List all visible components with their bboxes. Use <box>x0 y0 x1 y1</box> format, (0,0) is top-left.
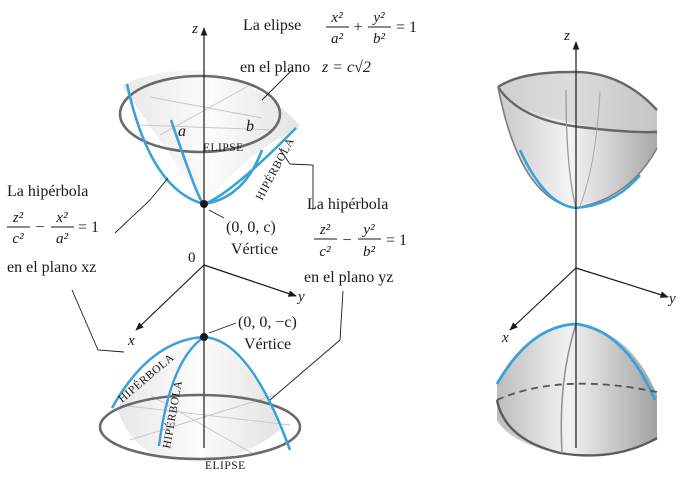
hyperbola-xz-rhs: = 1 <box>78 219 99 236</box>
ellipse-prefix: La elipse <box>243 17 301 34</box>
hyperbola-yz-rhs: = 1 <box>386 232 407 249</box>
right-figure: z x y <box>495 28 676 457</box>
hyperbola-yz-num2: y² <box>361 222 375 238</box>
vertex-top-coords: (0, 0, c) <box>226 219 276 236</box>
bottom-ellipse <box>98 393 302 461</box>
hyperbola-xz-title: La hipérbola <box>7 183 88 200</box>
vertex-top-label: Vértice <box>231 241 278 258</box>
z-axis-label-left: z <box>191 21 198 37</box>
z-axis-label-right: z <box>563 28 570 44</box>
y-axis-right <box>575 267 669 298</box>
vertex-bottom-dot <box>200 333 208 341</box>
vertex-bottom-label: Vértice <box>244 336 291 353</box>
lower-bowl-meridian <box>560 323 577 454</box>
hyperbola-xz-den2: a² <box>56 231 69 247</box>
upper-bowl-opening <box>498 71 657 132</box>
ellipse-plus: + <box>353 19 362 36</box>
ellipse-den2: b² <box>373 31 386 47</box>
hyperbola-yz-den2: b² <box>363 244 376 260</box>
lower-bowl-hidden-rim <box>496 382 658 401</box>
y-axis <box>203 264 297 297</box>
hyperbola-xz-minus: − <box>35 219 44 236</box>
vertex-bottom-coords: (0, 0, −c) <box>238 314 297 331</box>
x-axis-right <box>509 267 577 331</box>
left-figure: z x y 0 a b La elipse x² a² + y² b² = 1 … <box>7 10 417 472</box>
ellipse-num1: x² <box>330 10 343 26</box>
ellipse-den1: a² <box>331 31 344 47</box>
leader-lines <box>71 69 344 401</box>
ellipse-rhs: = 1 <box>396 19 417 36</box>
top-ellipse <box>118 74 282 154</box>
ellipse-equation: La elipse x² a² + y² b² = 1 en el plano … <box>240 10 417 76</box>
bottom-hyperbola-yz <box>157 336 205 447</box>
upper-sheet-surface <box>122 70 300 204</box>
x-axis <box>135 264 205 331</box>
hyperbola-yz-plane: en el plano yz <box>304 269 393 286</box>
ellipse-plane-eq: z = c√2 <box>321 59 371 76</box>
bottom-ellipse-tag: ELIPSE <box>205 460 246 472</box>
vertex-top-dot <box>200 200 208 208</box>
hyperbola-xz-num1: z² <box>12 210 24 226</box>
ellipse-plane-text: en el plano <box>240 59 310 76</box>
hyperbola-xz-callout: La hipérbola z² c² − x² a² = 1 en el pla… <box>7 183 99 276</box>
upper-bowl-rim <box>497 70 658 134</box>
x-axis-label-left: x <box>127 333 135 349</box>
top-hyperbola-xz <box>125 83 264 206</box>
y-axis-label-left: y <box>296 289 305 305</box>
hyperbola-yz-title: La hipérbola <box>307 196 388 213</box>
lower-bowl <box>497 324 657 457</box>
semi-axis-b: b <box>246 118 254 135</box>
y-axis-label-right: y <box>667 291 676 307</box>
hyperbola-yz-num1: z² <box>319 222 331 238</box>
hyperbola-yz-minus: − <box>342 232 351 249</box>
guide-lines <box>119 84 291 456</box>
hyperbola-xz-den1: c² <box>12 231 24 247</box>
upper-bowl-inner-line-2 <box>579 91 601 207</box>
origin-label: 0 <box>188 250 196 266</box>
top-ellipse-tag: ELIPSE <box>203 142 244 154</box>
hyperbola-yz-den1: c² <box>319 244 331 260</box>
hyperbola-xz-num2: x² <box>55 210 68 226</box>
lower-bowl-front-rim <box>495 399 658 457</box>
upper-bowl-inner-line <box>565 89 577 209</box>
hyperbola-yz-callout: La hipérbola z² c² − y² b² = 1 en el pla… <box>304 196 407 286</box>
x-axis-label-right: x <box>501 330 509 346</box>
semi-axis-a: a <box>178 123 186 140</box>
hyperbola-xz-plane: en el plano xz <box>7 259 96 276</box>
ellipse-num2: y² <box>371 10 385 26</box>
